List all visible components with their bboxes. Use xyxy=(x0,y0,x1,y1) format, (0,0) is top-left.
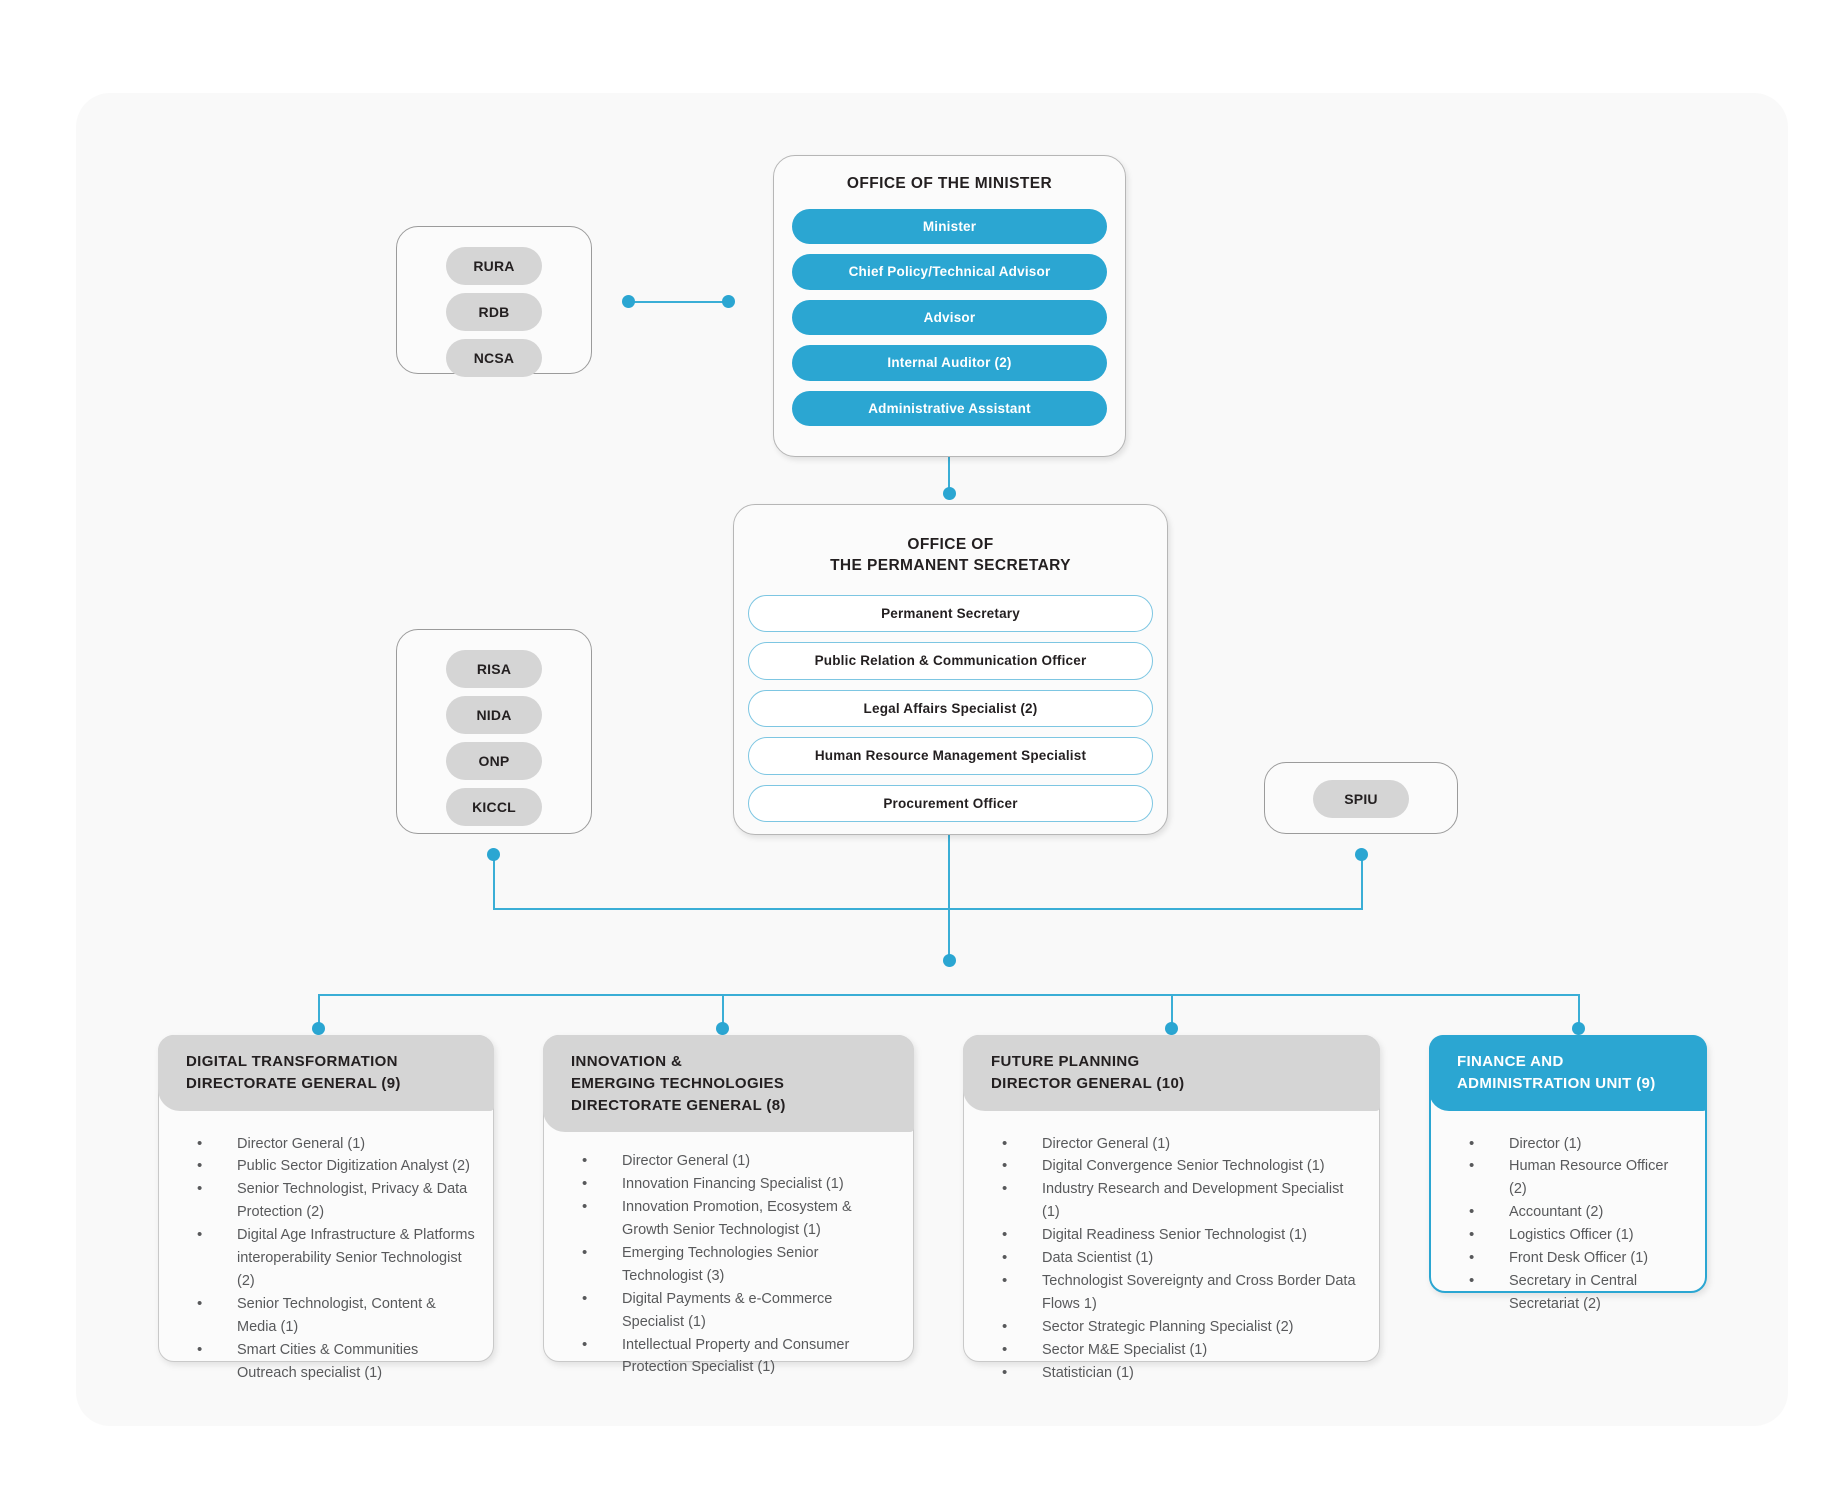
department-header-future-planning: FUTURE PLANNING DIRECTOR GENERAL (10) xyxy=(963,1035,1380,1111)
office-of-the-permanent-secretary-box: OFFICE OF THE PERMANENT SECRETARY Perman… xyxy=(733,504,1168,835)
ps-office-title-line2: THE PERMANENT SECRETARY xyxy=(830,556,1071,574)
connector-ps-trunk-upper xyxy=(948,835,950,960)
list-item: Director General (1) xyxy=(582,1149,897,1173)
list-item: Sector Strategic Planning Specialist (2) xyxy=(1002,1315,1363,1339)
connector-dot-agencies-middle xyxy=(487,848,500,861)
list-item: Digital Readiness Senior Technologist (1… xyxy=(1002,1223,1363,1247)
list-item: Digital Payments & e-Commerce Specialist… xyxy=(582,1287,897,1334)
role-pill-permanent-secretary[interactable]: Permanent Secretary xyxy=(748,594,1153,633)
list-item: Emerging Technologies Senior Technologis… xyxy=(582,1241,897,1288)
department-card-finance-administration: FINANCE AND ADMINISTRATION UNIT (9) Dire… xyxy=(1429,1035,1707,1312)
ps-office-title: OFFICE OF THE PERMANENT SECRETARY xyxy=(734,505,1167,577)
department-body-finance-administration: Director (1) Human Resource Officer (2) … xyxy=(1431,1111,1705,1332)
connector-drop-dept-3 xyxy=(1171,994,1173,1028)
list-item: Innovation Promotion, Ecosystem & Growth… xyxy=(582,1195,897,1242)
connector-bar-middle xyxy=(493,908,1363,910)
agency-pill-ncsa[interactable]: NCSA xyxy=(446,339,542,377)
list-item: Accountant (2) xyxy=(1469,1200,1689,1224)
role-pill-human-resource-management-specialist[interactable]: Human Resource Management Specialist xyxy=(748,737,1153,775)
list-item: Front Desk Officer (1) xyxy=(1469,1246,1689,1270)
role-pill-procurement-officer[interactable]: Procurement Officer xyxy=(748,784,1153,823)
spiu-box: SPIU xyxy=(1264,762,1458,834)
connector-drop-dept-4 xyxy=(1578,994,1580,1028)
department-header-line-1: DIGITAL TRANSFORMATION xyxy=(186,1053,398,1070)
connector-agencies-top-to-minister xyxy=(629,301,729,303)
connector-dot-spiu xyxy=(1355,848,1368,861)
agency-pill-onp[interactable]: ONP xyxy=(446,742,542,780)
list-item: Smart Cities & Communities Outreach spec… xyxy=(197,1338,477,1385)
connector-dot-dept-1 xyxy=(312,1022,325,1035)
list-item: Technologist Sovereignty and Cross Borde… xyxy=(1002,1269,1363,1316)
connector-dot-trunk-junction xyxy=(943,954,956,967)
department-header-line-2: DIRECTOR GENERAL (10) xyxy=(991,1074,1185,1092)
list-item: Data Scientist (1) xyxy=(1002,1246,1363,1270)
minister-office-title: OFFICE OF THE MINISTER xyxy=(846,175,1053,192)
department-card-future-planning: FUTURE PLANNING DIRECTOR GENERAL (10) Di… xyxy=(963,1035,1380,1384)
role-pill-administrative-assistant[interactable]: Administrative Assistant xyxy=(792,390,1107,427)
agency-pill-risa[interactable]: RISA xyxy=(446,650,542,688)
list-item: Statistician (1) xyxy=(1002,1361,1363,1385)
department-header-line-3: DIRECTORATE GENERAL (8) xyxy=(571,1096,786,1114)
ps-office-title-line1: OFFICE OF xyxy=(907,536,994,553)
agencies-top-box: RURA RDB NCSA xyxy=(396,226,592,377)
list-item: Senior Technologist, Privacy & Data Prot… xyxy=(197,1177,477,1224)
department-header-line-1: INNOVATION & xyxy=(571,1053,683,1070)
list-item: Human Resource Officer (2) xyxy=(1469,1154,1689,1201)
connector-dot-dept-4 xyxy=(1572,1022,1585,1035)
agency-pill-spiu[interactable]: SPIU xyxy=(1313,780,1409,818)
role-pill-advisor[interactable]: Advisor xyxy=(792,299,1107,336)
list-item: Sector M&E Specialist (1) xyxy=(1002,1338,1363,1362)
department-body-innovation-emerging-technologies: Director General (1) Innovation Financin… xyxy=(544,1132,913,1395)
connector-dot-minister-to-ps xyxy=(943,487,956,500)
list-item: Director General (1) xyxy=(1002,1132,1363,1156)
agency-pill-kiccl[interactable]: KICCL xyxy=(446,788,542,826)
connector-minister-to-ps xyxy=(948,457,950,495)
role-pill-chief-policy-technical-advisor[interactable]: Chief Policy/Technical Advisor xyxy=(792,254,1107,290)
list-item: Public Sector Digitization Analyst (2) xyxy=(197,1154,477,1178)
list-item: Digital Age Infrastructure & Platforms i… xyxy=(197,1223,477,1293)
role-pill-public-relation-communication-officer[interactable]: Public Relation & Communication Officer xyxy=(748,642,1153,680)
role-pill-internal-auditor[interactable]: Internal Auditor (2) xyxy=(792,345,1107,381)
department-header-line-2: EMERGING TECHNOLOGIES xyxy=(571,1074,785,1092)
connector-spiu-down xyxy=(1361,850,1363,910)
department-header-innovation-emerging-technologies: INNOVATION & EMERGING TECHNOLOGIES DIREC… xyxy=(543,1035,914,1133)
list-item: Director General (1) xyxy=(197,1132,477,1156)
department-card-digital-transformation: DIGITAL TRANSFORMATION DIRECTORATE GENER… xyxy=(158,1035,494,1381)
agency-pill-rura[interactable]: RURA xyxy=(446,247,542,285)
agencies-middle-box: RISA NIDA ONP KICCL xyxy=(396,629,592,834)
department-card-innovation-emerging-technologies: INNOVATION & EMERGING TECHNOLOGIES DIREC… xyxy=(543,1035,914,1375)
department-header-line-1: FUTURE PLANNING xyxy=(991,1053,1140,1070)
department-header-digital-transformation: DIGITAL TRANSFORMATION DIRECTORATE GENER… xyxy=(158,1035,494,1111)
list-item: Innovation Financing Specialist (1) xyxy=(582,1172,897,1196)
connector-bar-bottom xyxy=(318,994,1579,996)
list-item: Digital Convergence Senior Technologist … xyxy=(1002,1154,1363,1178)
department-header-line-2: ADMINISTRATION UNIT (9) xyxy=(1457,1074,1656,1092)
role-pill-minister[interactable]: Minister xyxy=(792,208,1107,245)
department-header-finance-administration: FINANCE AND ADMINISTRATION UNIT (9) xyxy=(1429,1035,1707,1111)
agency-pill-rdb[interactable]: RDB xyxy=(446,293,542,331)
connector-dot-dept-2 xyxy=(716,1022,729,1035)
connector-drop-dept-1 xyxy=(318,994,320,1028)
list-item: Director (1) xyxy=(1469,1132,1689,1156)
list-item: Senior Technologist, Content & Media (1) xyxy=(197,1292,477,1339)
department-body-future-planning: Director General (1) Digital Convergence… xyxy=(964,1111,1379,1401)
agency-pill-nida[interactable]: NIDA xyxy=(446,696,542,734)
connector-dot-agencies-top-left xyxy=(622,295,635,308)
department-header-line-2: DIRECTORATE GENERAL (9) xyxy=(186,1074,401,1092)
list-item: Industry Research and Development Specia… xyxy=(1002,1177,1363,1224)
connector-agencies-middle-down xyxy=(493,850,495,910)
list-item: Logistics Officer (1) xyxy=(1469,1223,1689,1247)
list-item: Secretary in Central Secretariat (2) xyxy=(1469,1269,1689,1316)
role-pill-legal-affairs-specialist[interactable]: Legal Affairs Specialist (2) xyxy=(748,689,1153,728)
connector-dot-dept-3 xyxy=(1165,1022,1178,1035)
office-of-the-minister-box: OFFICE OF THE MINISTER Minister Chief Po… xyxy=(773,155,1126,457)
list-item: Intellectual Property and Consumer Prote… xyxy=(582,1333,897,1380)
connector-dot-agencies-top-right xyxy=(722,295,735,308)
connector-drop-dept-2 xyxy=(722,994,724,1028)
department-body-digital-transformation: Director General (1) Public Sector Digit… xyxy=(159,1111,493,1401)
department-header-line-1: FINANCE AND xyxy=(1457,1053,1564,1070)
